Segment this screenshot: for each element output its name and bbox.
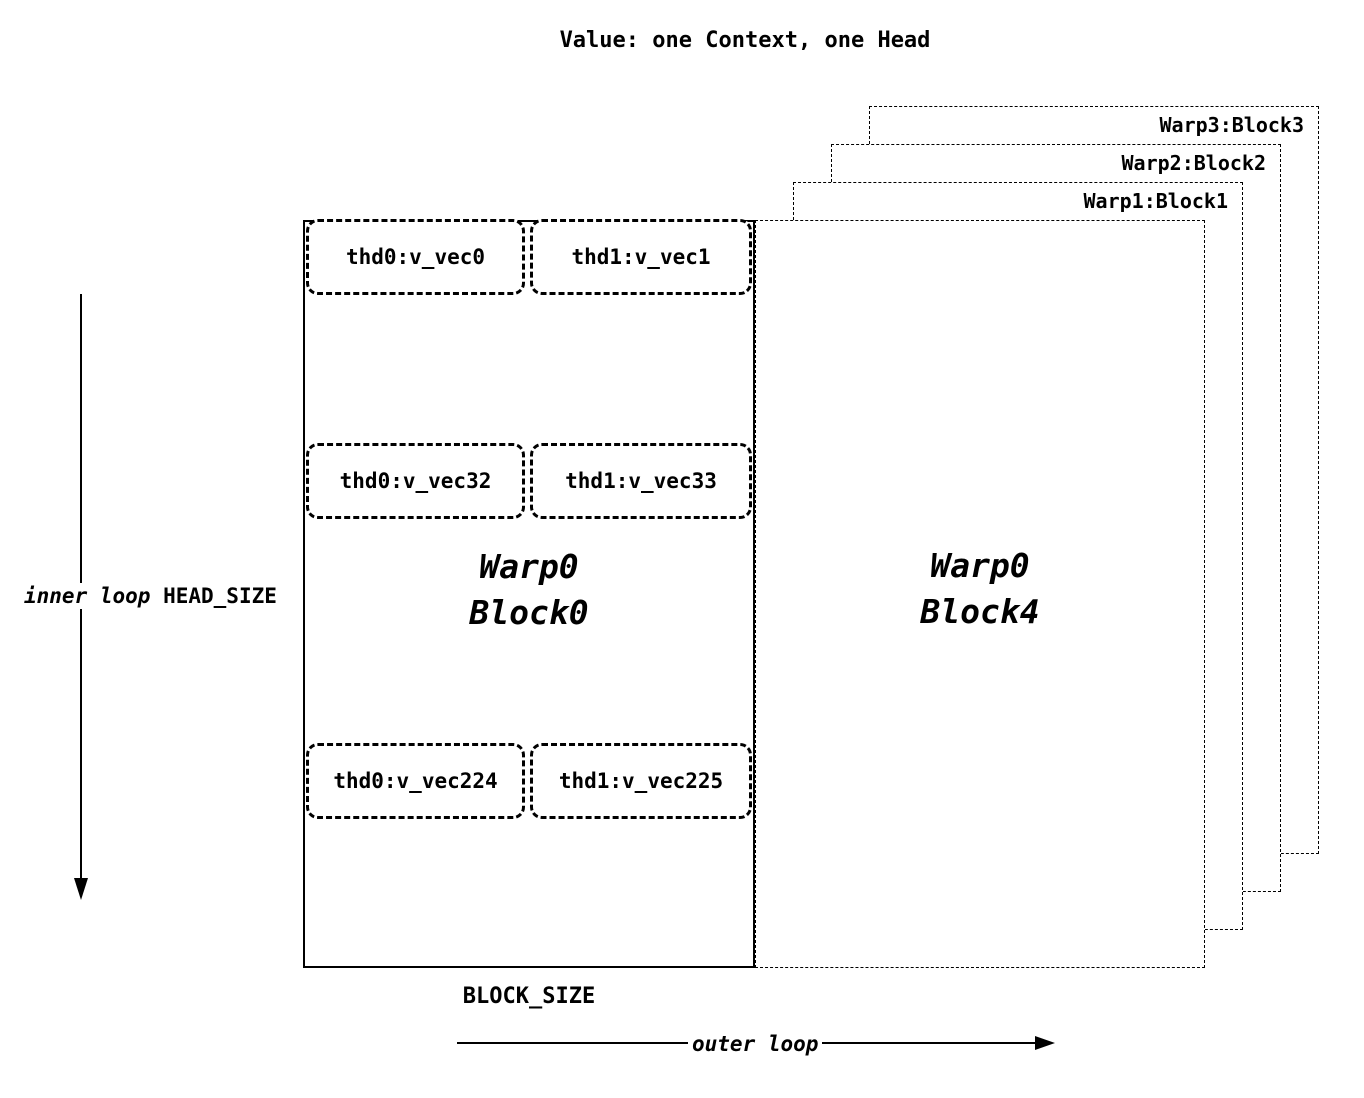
- warp3-block3-label: Warp3:Block3: [1159, 113, 1305, 137]
- warp0-block0-label: Warp0 Block0: [305, 544, 753, 636]
- head-size-text: HEAD_SIZE: [163, 584, 277, 608]
- diagram-title: Value: one Context, one Head: [559, 28, 931, 53]
- block-size-label: BLOCK_SIZE: [462, 984, 596, 1009]
- thread-box-label: thd1:v_vec225: [558, 769, 724, 793]
- inner-loop-head-size-label: inner loop HEAD_SIZE: [20, 583, 281, 609]
- warp0-block0-rect: Warp0 Block0: [303, 220, 755, 968]
- thread-box-thd0-v-vec0: thd0:v_vec0: [306, 219, 525, 295]
- warp0-block4-sheet: Warp0 Block4: [755, 220, 1205, 968]
- warp0-block4-label-line2: Block4: [920, 592, 1040, 632]
- thread-box-thd1-v-vec1: thd1:v_vec1: [530, 219, 752, 295]
- thread-box-label: thd1:v_vec1: [571, 245, 711, 269]
- inner-loop-text: inner loop: [24, 584, 151, 608]
- thread-box-label: thd0:v_vec32: [339, 469, 492, 493]
- warp0-block4-label-line1: Warp0: [930, 546, 1030, 585]
- thread-box-thd0-v-vec224: thd0:v_vec224: [306, 743, 525, 819]
- thread-box-label: thd1:v_vec33: [565, 469, 717, 493]
- warp0-block4-label: Warp0 Block4: [756, 543, 1204, 635]
- warp1-block1-label: Warp1:Block1: [1083, 189, 1229, 213]
- thread-box-label: thd0:v_vec224: [333, 769, 498, 793]
- warp0-block0-label-line2: Block0: [469, 593, 589, 633]
- warp0-block0-label-line1: Warp0: [479, 547, 579, 586]
- outer-loop-label: outer loop: [688, 1031, 823, 1057]
- thread-box-label: thd0:v_vec0: [345, 245, 486, 269]
- thread-box-thd1-v-vec33: thd1:v_vec33: [530, 443, 752, 519]
- warp2-block2-label: Warp2:Block2: [1121, 151, 1267, 175]
- thread-box-thd1-v-vec225: thd1:v_vec225: [530, 743, 752, 819]
- thread-box-thd0-v-vec32: thd0:v_vec32: [306, 443, 525, 519]
